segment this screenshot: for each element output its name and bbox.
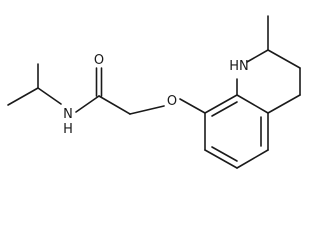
ring-amine-label: HN xyxy=(229,59,249,74)
ether-link xyxy=(179,98,206,114)
amide-group xyxy=(75,67,165,115)
bond-ring-c6-c7 xyxy=(204,149,238,169)
bond-ether-oxygen-to-ring xyxy=(179,98,206,114)
carbonyl-oxygen-label: O xyxy=(94,53,104,68)
tetrahydro-ring xyxy=(236,15,301,114)
bond-c2-to-c3 xyxy=(267,49,301,69)
isopropyl-group xyxy=(7,63,62,106)
bond-methylene-to-ether-oxygen xyxy=(129,105,165,115)
molecule-structure-diagram: O N H O HN xyxy=(7,15,301,169)
bond-isopropyl-methyl-left xyxy=(7,87,39,106)
bond-ring-c8-c8a xyxy=(204,94,238,114)
bond-ring-inner-double-bottom xyxy=(211,146,238,162)
bond-nh-to-c2 xyxy=(246,49,269,63)
bond-ring-c5-c6 xyxy=(236,149,269,169)
bond-ring-c8a-c4a xyxy=(236,94,269,114)
bond-ring-inner-double-top xyxy=(211,101,238,117)
bond-isopropyl-to-nitrogen xyxy=(37,87,62,105)
bond-nitrogen-to-carbonyl xyxy=(75,95,100,113)
benzene-ring xyxy=(204,94,269,169)
bond-c4-to-c4a xyxy=(267,94,301,114)
ether-oxygen-label: O xyxy=(167,94,177,109)
bond-carbonyl-to-methylene xyxy=(98,95,131,115)
amide-hydrogen-label: H xyxy=(63,122,73,137)
amide-nitrogen-label: N xyxy=(63,107,73,122)
